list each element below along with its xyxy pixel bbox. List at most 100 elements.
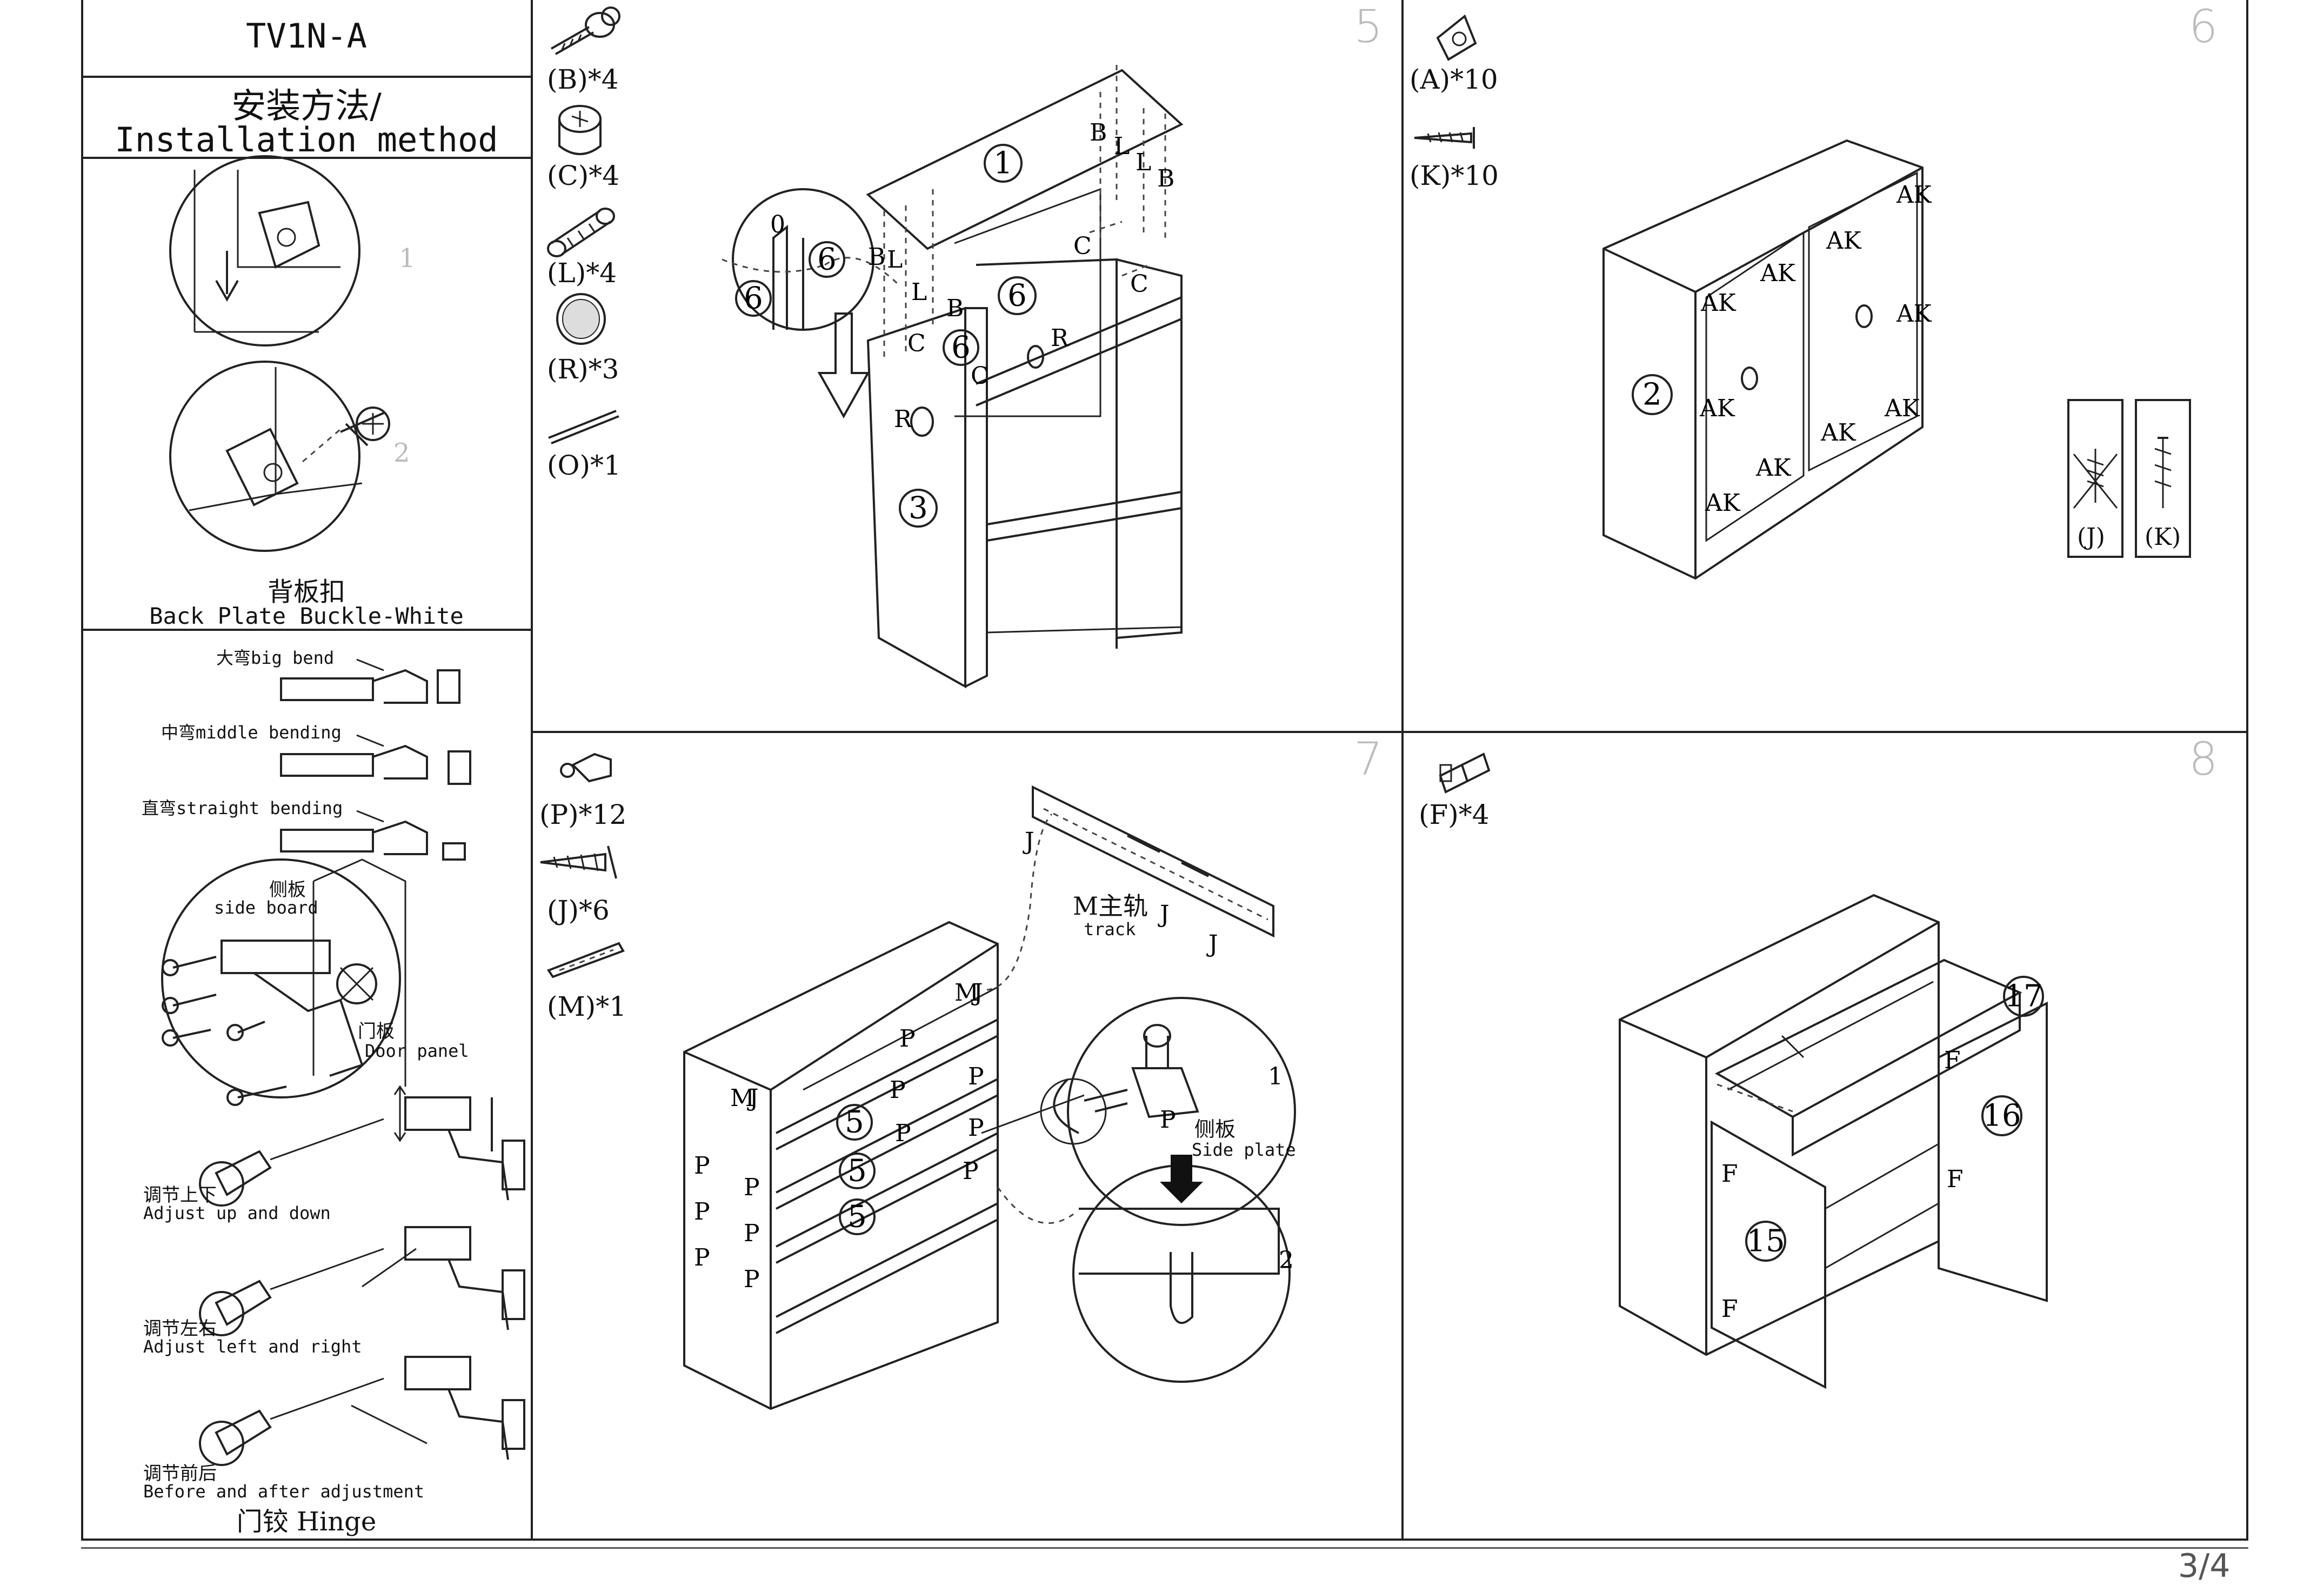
letter-l: L [1114, 132, 1130, 160]
letter-p: P [963, 1157, 979, 1185]
left-rule-1 [81, 76, 532, 78]
callout-shelf-5b: 5 [847, 1154, 867, 1189]
letter-p: P [968, 1063, 984, 1090]
track-label-en: track [1084, 919, 1136, 940]
hinge-install-diagram [161, 858, 406, 1106]
adjust-fb-cn: 调节前后 [143, 1463, 217, 1484]
callout-panel-6a: 6 [817, 242, 837, 277]
row-divider [531, 731, 2248, 733]
letter-b: B [946, 295, 964, 322]
letter-c: C [971, 362, 989, 390]
callout-panel-6b: 6 [744, 281, 763, 316]
letter-p: P [895, 1120, 911, 1147]
long-screw-icon [540, 845, 617, 879]
ak-label: AK [1896, 181, 1932, 209]
letter-p: P [744, 1266, 760, 1293]
letter-f: F [1721, 1160, 1738, 1188]
wood-dowel-icon [547, 208, 615, 257]
title-cn: 安装方法/ [231, 86, 382, 126]
callout-panel-1: 1 [993, 146, 1013, 181]
letter-p: P [744, 1174, 760, 1201]
adjust-lr-en: Adjust left and right [143, 1336, 362, 1357]
step-5-assembly-diagram: 1 3 6 6 6 6 0 B L L B B L L B C C C C R … [722, 65, 1184, 689]
step-8-assembly-diagram: 17 16 15 F F F F [1619, 894, 2048, 1389]
page-number: 3/4 [2178, 1547, 2230, 1585]
cam-bolt-icon [551, 6, 620, 55]
buckle-caption-en: Back Plate Buckle-White [149, 603, 464, 629]
door-panel-cn: 门板 [358, 1021, 395, 1042]
letter-j: J [1023, 828, 1034, 855]
callout-door-15: 15 [1746, 1224, 1785, 1259]
letter-b: B [868, 243, 885, 271]
side-plate-en: Side plate [1192, 1140, 1296, 1160]
callout-cabinet-2: 2 [1642, 377, 1662, 412]
left-rule-2 [81, 157, 532, 159]
callout-panel-3: 3 [909, 491, 928, 526]
callout-shelf-5c: 5 [847, 1200, 867, 1235]
model-title: TV1N-A [246, 16, 367, 56]
ak-label: AK [1705, 489, 1741, 517]
cover-cap-icon [556, 293, 606, 345]
label-mj-j: J [971, 979, 983, 1007]
part-f-count: (F)*4 [1419, 799, 1490, 830]
col-divider-left [531, 0, 533, 1541]
label-mj: M [730, 1084, 754, 1112]
letter-f: F [1947, 1166, 1964, 1193]
letter-p: P [968, 1114, 984, 1142]
callout-shelf-5a: 5 [845, 1105, 864, 1140]
detail-2-label: 2 [1279, 1247, 1294, 1274]
footer-rule [81, 1547, 2248, 1549]
track-label-cn: M主轨 [1073, 891, 1148, 921]
detail-1-label: 1 [1268, 1063, 1283, 1090]
part-m-count: (M)*1 [547, 991, 627, 1022]
hinge-types-diagram [280, 658, 471, 861]
letter-p: P [744, 1220, 760, 1247]
part-k-count: (K)*10 [1410, 160, 1499, 191]
letter-p: P [899, 1025, 916, 1053]
letter-c: C [1073, 232, 1092, 260]
adjust-ud-cn: 调节上下 [143, 1184, 217, 1206]
label-mj: M [954, 979, 979, 1007]
part-a-count: (A)*10 [1410, 64, 1498, 95]
cam-lock-icon [558, 105, 602, 155]
compare-k-label: (K) [2145, 523, 2181, 551]
adjust-lr-cn: 调节左右 [143, 1318, 217, 1340]
letter-l: L [911, 278, 927, 306]
buckle-diagram [169, 155, 390, 552]
compare-j-label: (J) [2077, 523, 2105, 551]
letter-p: P [1160, 1106, 1176, 1134]
buckle-step-2: 2 [393, 438, 410, 468]
left-rule-3 [81, 629, 532, 631]
letter-f: F [1944, 1047, 1961, 1074]
step-5-number: 5 [1354, 0, 1383, 53]
part-r-count: (R)*3 [547, 354, 619, 385]
letter-l: L [887, 246, 903, 274]
rail-icon [546, 942, 625, 978]
shelf-pin-icon [560, 752, 612, 783]
callout-panel-6c: 6 [1007, 278, 1027, 314]
callout-door-16: 16 [1982, 1098, 2021, 1134]
part-o-count: (O)*1 [547, 450, 621, 481]
part-p-count: (P)*12 [539, 799, 627, 830]
letter-p: P [890, 1076, 906, 1104]
part-c-count: (C)*4 [547, 160, 620, 191]
step-7-assembly-diagram: 5 5 5 J J J M J M J P P P P P P P P P P … [683, 785, 1296, 1410]
part-l-count: (L)*4 [547, 257, 617, 289]
part-b-count: (B)*4 [547, 64, 619, 95]
ak-label: AK [1896, 300, 1932, 328]
hinge-adjust-diagram [199, 1085, 525, 1466]
door-panel-en: Door panel [365, 1041, 469, 1061]
step-6-number: 6 [2189, 0, 2218, 53]
rod-icon [548, 410, 619, 444]
side-plate-cn: 侧板 [1194, 1117, 1236, 1141]
label-mj-j: J [747, 1084, 759, 1112]
letter-c: C [1130, 270, 1148, 298]
back-buckle-icon [1436, 14, 1477, 61]
letter-b: B [1157, 165, 1174, 192]
ak-label: AK [1826, 227, 1862, 255]
callout-drawer-17: 17 [2004, 979, 2042, 1014]
ak-label: AK [1820, 419, 1856, 447]
callout-panel-6d: 6 [951, 330, 971, 365]
part-j-count: (J)*6 [547, 895, 610, 926]
letter-l: L [1136, 149, 1151, 176]
